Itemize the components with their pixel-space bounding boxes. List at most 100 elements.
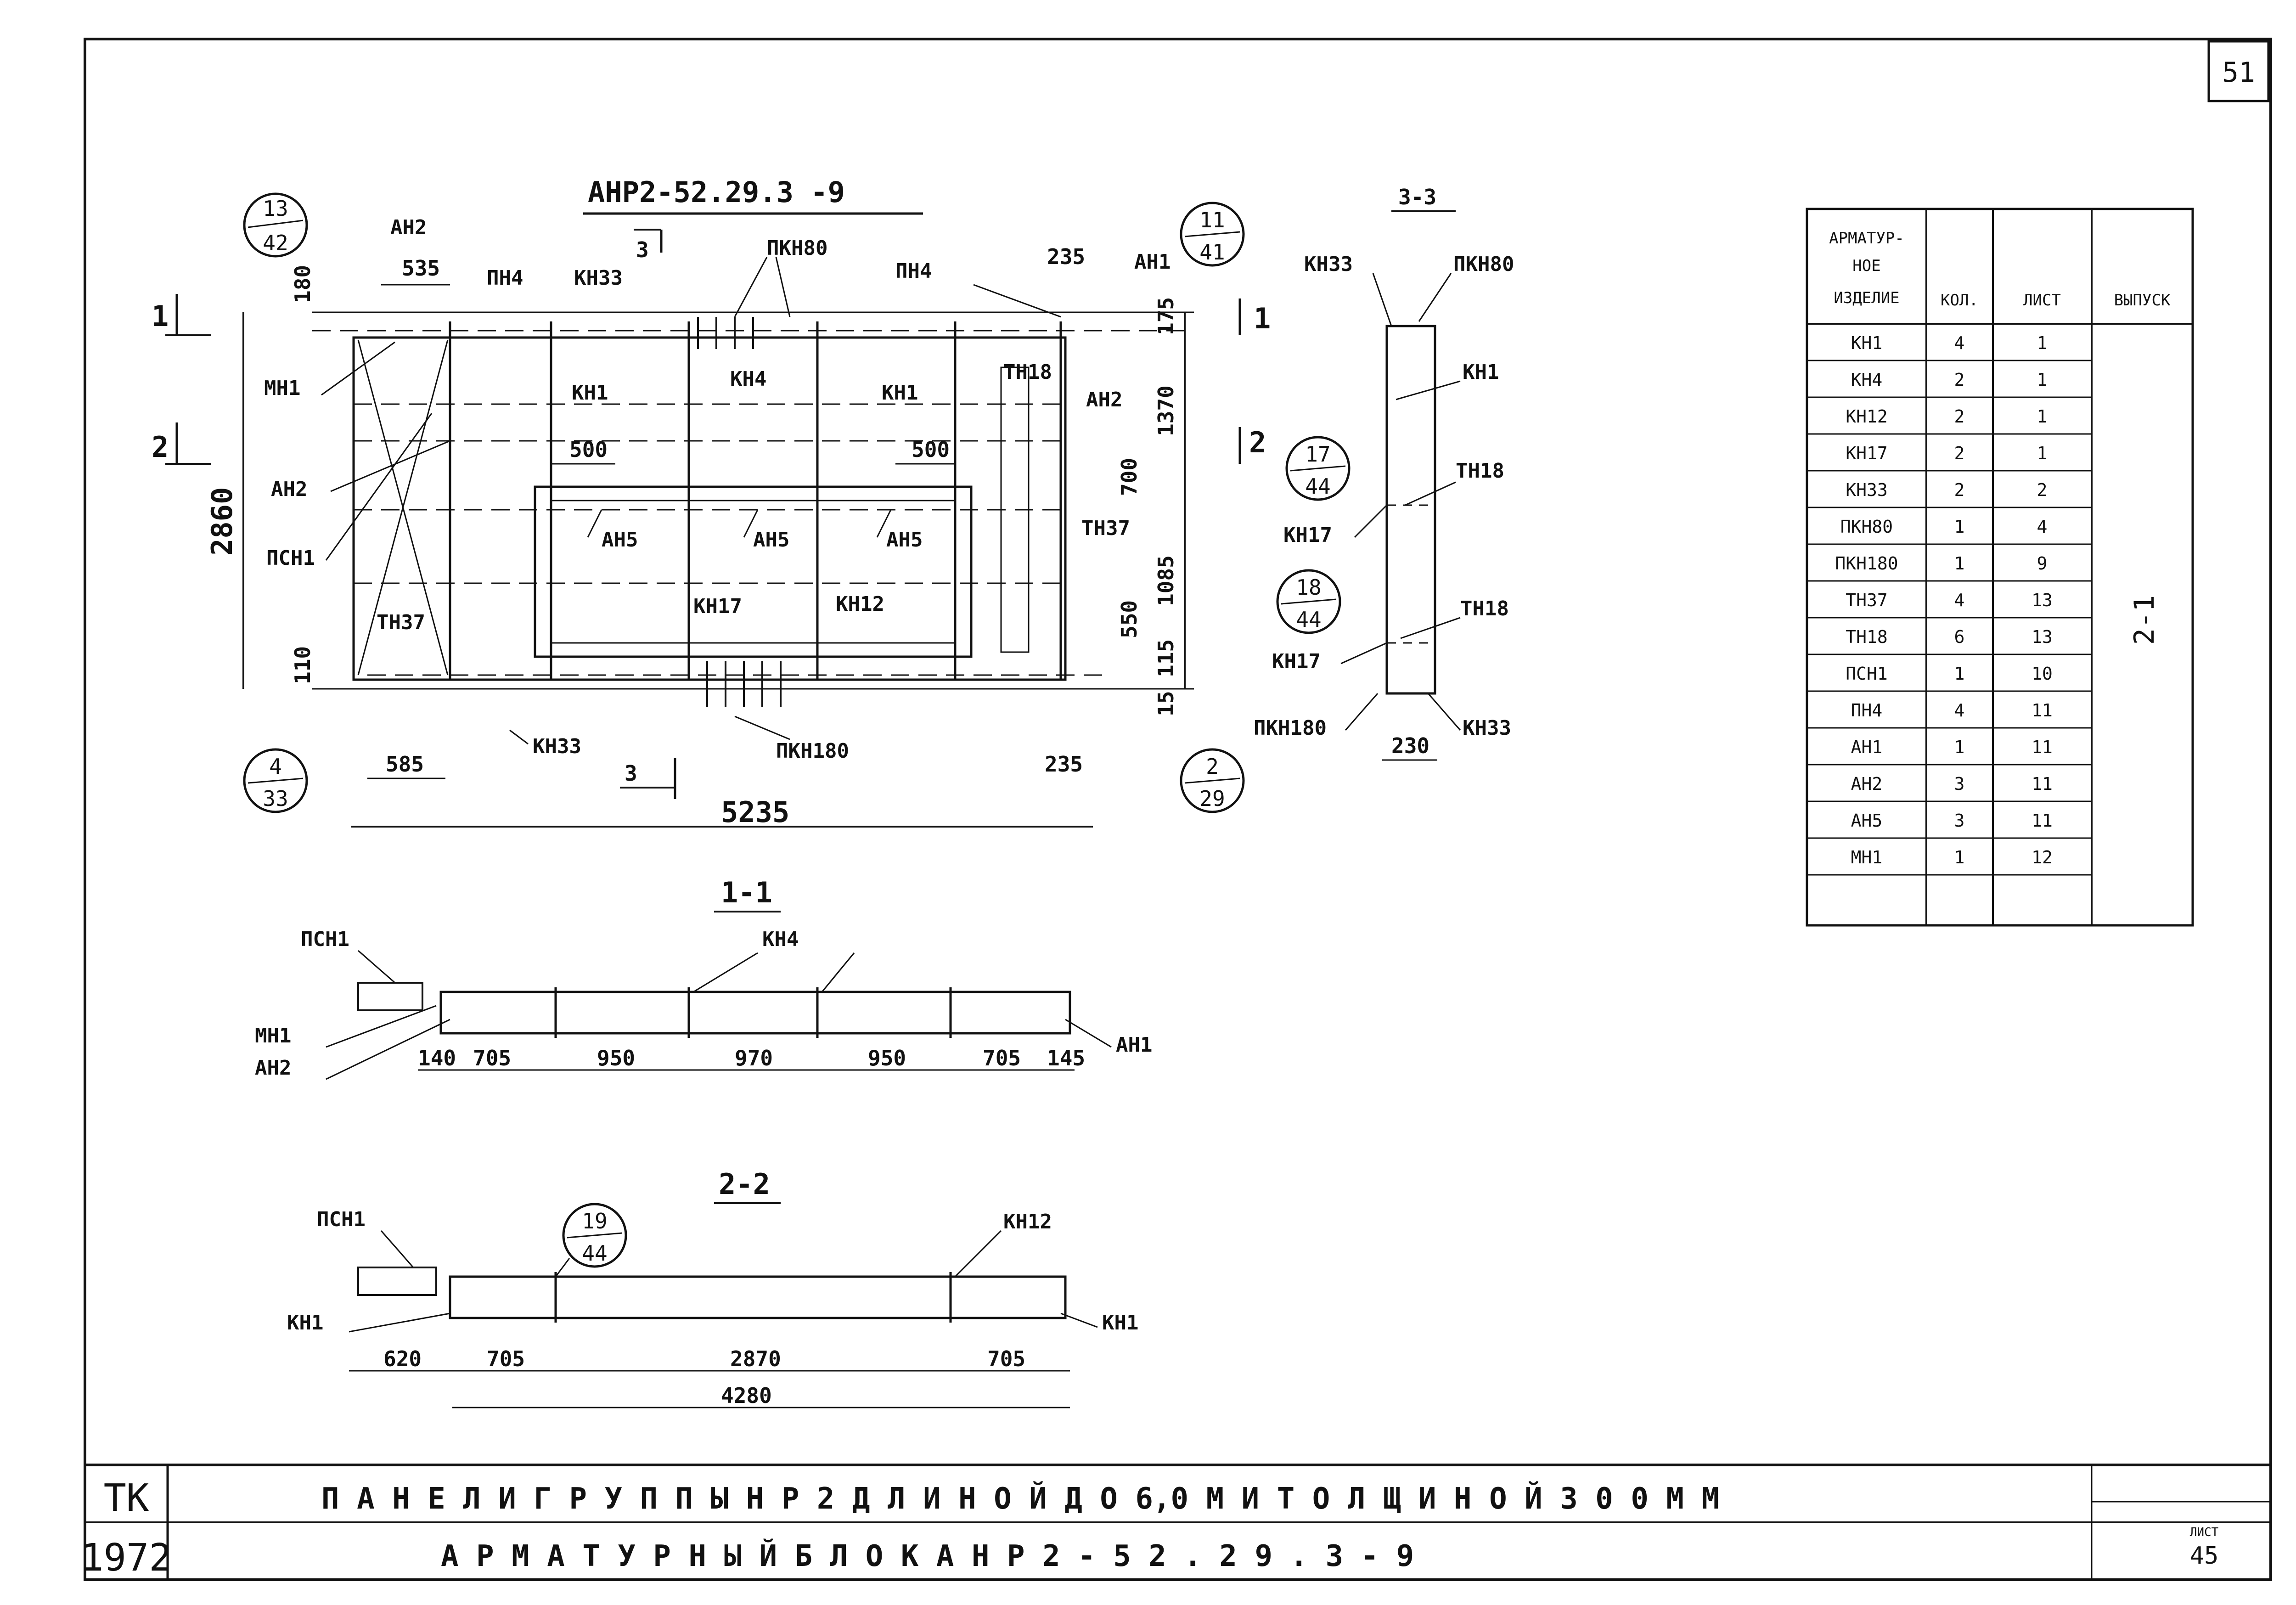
spec-cell-sheet: 1 [2037,333,2048,353]
spec-cell-sheet: 11 [2032,811,2053,831]
spec-cell-sheet: 9 [2037,553,2048,574]
svg-text:44: 44 [1296,607,1321,632]
spec-cell-item: КН17 [1846,443,1888,463]
label-mn1: МН1 [264,377,300,400]
dim-180: 180 [290,265,315,303]
sheet-frame [84,38,2272,1581]
dim-235-bottom: 235 [1045,752,1083,777]
section-1-1: 1-1 ПСН1 КН4 МН1 АН2 АН1 140 705 950 970… [255,876,1152,1080]
label-kn17: КН17 [693,595,742,618]
s22-label-kn12: КН12 [1003,1210,1052,1233]
spec-cell-item: АН5 [1851,811,1883,831]
s22-dim-705-right: 705 [987,1346,1025,1371]
spec-cell-qty: 1 [1954,847,1965,867]
s33-label-kn1: КН1 [1463,360,1499,384]
spec-cell-qty: 1 [1954,737,1965,757]
svg-text:44: 44 [1305,474,1330,499]
dim-2860: 2860 [205,487,239,556]
spec-cell-qty: 1 [1954,664,1965,684]
callout-2-29: 2 29 [1180,748,1245,813]
spec-cell-item: КН33 [1846,480,1888,500]
label-kn1-left: КН1 [572,381,608,405]
spec-cell-sheet: 11 [2032,737,2053,757]
title-year: 1972 [81,1536,171,1580]
svg-text:11: 11 [1199,208,1225,232]
s33-label-kn17-2: КН17 [1272,650,1321,673]
spec-cell-item: КН12 [1846,406,1888,427]
s33-label-kn33-top: КН33 [1304,253,1353,276]
section-2-2: 2-2 ПСН1 КН12 КН1 КН1 620 705 2870 705 4… [287,1167,1138,1408]
s11-label-mn1: МН1 [255,1024,291,1047]
section-mark-1-right: 1 [1254,302,1271,335]
dim-5235: 5235 [721,795,789,829]
s33-label-tn18-2: ТН18 [1460,597,1509,620]
section-3-3: 3-3 КН33 ПКН80 КН1 ТН18 КН17 ТН18 КН17 П… [1254,185,1514,761]
svg-text:41: 41 [1199,240,1225,265]
spec-cell-sheet: 1 [2037,370,2048,390]
s11-label-kn4: КН4 [762,928,799,951]
svg-text:19: 19 [582,1209,607,1233]
spec-cell-item: МН1 [1851,847,1883,867]
panel-outline [352,336,1067,681]
s11-label-psn1: ПСН1 [301,928,349,951]
spec-cell-sheet: 2 [2037,480,2048,500]
dim-585: 585 [386,752,424,777]
svg-text:2: 2 [1206,754,1219,779]
dim-1085: 1085 [1154,555,1178,606]
s22-dim-4280: 4280 [721,1383,772,1408]
label-an2-right: АН2 [1086,388,1122,411]
spec-cell-sheet: 12 [2032,847,2053,867]
spec-cell-item: АН1 [1851,737,1883,757]
spec-header-release: ВЫПУСК [2114,291,2171,310]
s11-dim-705-right: 705 [983,1046,1021,1070]
spec-cell-item: ПСН1 [1846,664,1888,684]
s11-dim-705-left: 705 [473,1046,511,1070]
title-block: ТК 1972 П А Н Е Л И Г Р У П П Ы Н Р 2 Д … [81,1464,2271,1580]
section-1-1-title: 1-1 [721,876,772,909]
s33-label-pkn80: ПКН80 [1453,253,1514,276]
s22-label-kn1-right: КН1 [1102,1311,1138,1335]
dim-700: 700 [1117,458,1142,496]
label-kn1-right: КН1 [882,381,918,405]
spec-cell-item: КН4 [1851,370,1883,390]
main-view-title: АНР2-52.29.3 -9 [588,175,845,209]
label-tn37-left: ТН37 [377,611,425,634]
spec-header-item-3: ИЗДЕЛИЕ [1834,289,1899,307]
label-an1-top: АН1 [1134,250,1171,274]
title-sheet-value: 45 [2190,1542,2219,1570]
s11-dim-950-left: 950 [597,1046,635,1070]
spec-cell-sheet: 11 [2032,700,2053,721]
spec-table: АРМАТУР- НОЕ ИЗДЕЛИЕ КОЛ. ЛИСТ ВЫПУСК КН… [1806,208,2194,927]
spec-cell-qty: 3 [1954,811,1965,831]
spec-cell-item: ТН18 [1846,627,1888,647]
s33-label-kn33-bottom: КН33 [1463,716,1511,740]
callout-13-42: 13 42 [243,192,308,258]
svg-text:17: 17 [1305,442,1330,467]
spec-cell-qty: 2 [1954,443,1965,463]
svg-text:42: 42 [263,231,288,255]
callout-17-44: 17 44 [1285,436,1351,501]
dim-550: 550 [1117,600,1142,638]
title-series-code: ТК [104,1476,149,1520]
spec-cell-item: ПКН180 [1835,553,1898,574]
label-kn33-bottom: КН33 [533,735,581,758]
spec-cell-qty: 4 [1954,700,1965,721]
callout-11-41: 11 41 [1180,202,1245,267]
opening-frame [534,485,973,658]
svg-text:18: 18 [1296,575,1321,600]
spec-cell-qty: 1 [1954,553,1965,574]
sheet-number-box [2207,40,2270,102]
spec-cell-sheet: 1 [2037,406,2048,427]
svg-text:29: 29 [1199,786,1225,811]
label-an5-1: АН5 [602,528,638,552]
spec-cell-sheet: 11 [2032,774,2053,794]
s33-label-pkn180: ПКН180 [1254,716,1327,740]
svg-text:13: 13 [263,196,288,221]
spec-cell-qty: 4 [1954,333,1965,353]
label-kn33-top: КН33 [574,266,623,290]
label-pkn80: ПКН80 [767,237,827,260]
dim-535: 535 [402,256,440,281]
s11-label-an1: АН1 [1116,1033,1152,1057]
section-mark-2-left: 2 [152,430,169,464]
s33-dim-230: 230 [1391,733,1429,758]
